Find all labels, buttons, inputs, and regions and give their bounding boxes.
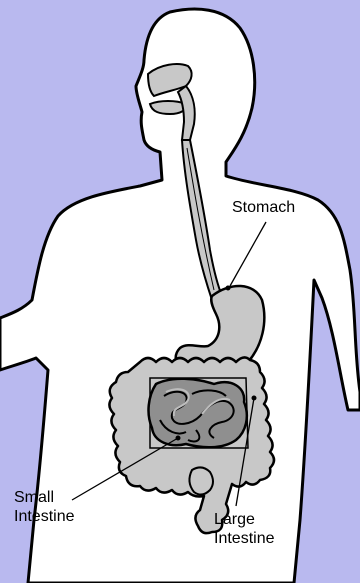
stomach-label: Stomach — [232, 198, 295, 217]
large-intestine-label-line1: Large — [214, 510, 274, 529]
large-intestine-label: Large Intestine — [214, 510, 274, 548]
small-intestine-label-line2: Intestine — [14, 507, 74, 526]
stomach-pointer-dot — [226, 286, 231, 291]
large-intestine-label-line2: Intestine — [214, 529, 274, 548]
stomach-label-text: Stomach — [232, 198, 295, 217]
small-intestine-label: Small Intestine — [14, 488, 74, 526]
small-intestine-organ — [149, 379, 247, 448]
mouth — [150, 101, 186, 114]
rectum — [189, 467, 213, 494]
small-intestine-label-line1: Small — [14, 488, 74, 507]
